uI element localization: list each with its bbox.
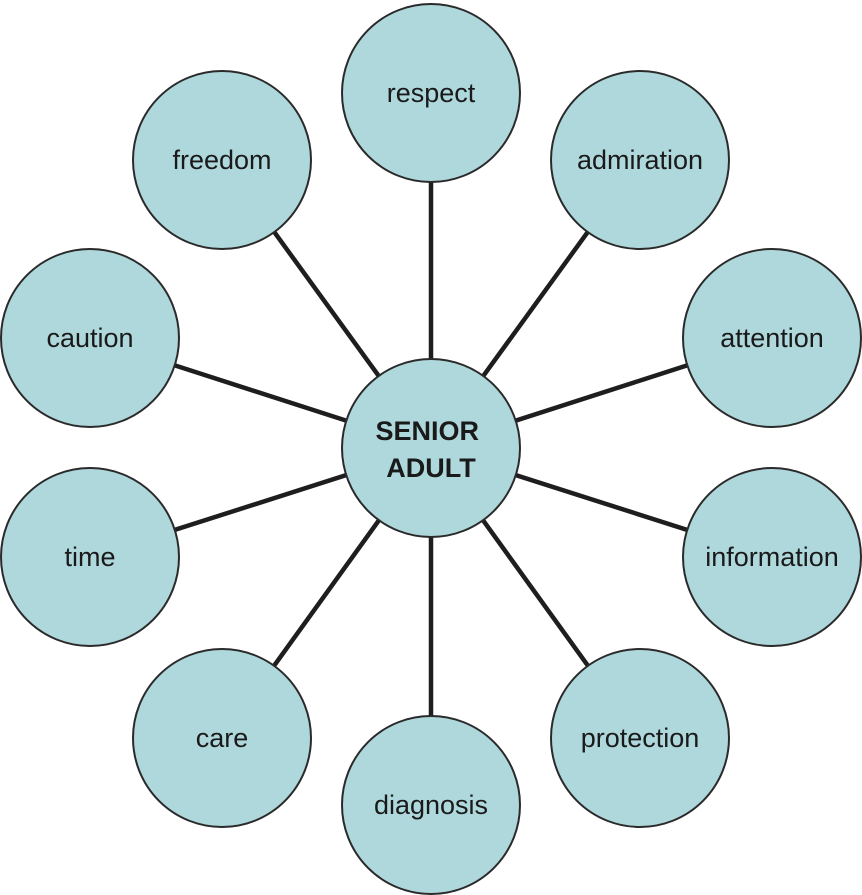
node-respect: respect — [341, 3, 521, 183]
node-attention: attention — [682, 248, 862, 428]
node-time: time — [0, 467, 180, 647]
node-circle — [550, 70, 730, 250]
node-circle — [132, 70, 312, 250]
node-label-time: time — [64, 542, 115, 572]
node-care: care — [132, 648, 312, 828]
node-label-information: information — [705, 542, 839, 572]
node-protection: protection — [550, 648, 730, 828]
node-label-attention: attention — [720, 323, 824, 353]
node-circle — [341, 715, 521, 895]
center-label: SENIOR ADULT — [375, 416, 486, 483]
node-circle — [132, 648, 312, 828]
center-label-line-2: ADULT — [386, 453, 476, 483]
node-circle — [0, 467, 180, 647]
node-label-freedom: freedom — [172, 145, 271, 175]
node-circle — [682, 248, 862, 428]
node-caution: caution — [0, 248, 180, 428]
node-label-caution: caution — [46, 323, 133, 353]
node-label-respect: respect — [387, 78, 476, 108]
center-circle — [341, 358, 521, 538]
node-circle — [550, 648, 730, 828]
node-circle — [0, 248, 180, 428]
center-node: SENIOR ADULT — [341, 358, 521, 538]
node-label-admiration: admiration — [577, 145, 703, 175]
node-label-care: care — [196, 723, 249, 753]
node-admiration: admiration — [550, 70, 730, 250]
node-diagnosis: diagnosis — [341, 715, 521, 895]
center-label-line-1: SENIOR — [375, 416, 479, 446]
node-information: information — [682, 467, 862, 647]
node-circle — [682, 467, 862, 647]
node-circle — [341, 3, 521, 183]
node-label-protection: protection — [581, 723, 700, 753]
node-freedom: freedom — [132, 70, 312, 250]
node-label-diagnosis: diagnosis — [374, 790, 488, 820]
